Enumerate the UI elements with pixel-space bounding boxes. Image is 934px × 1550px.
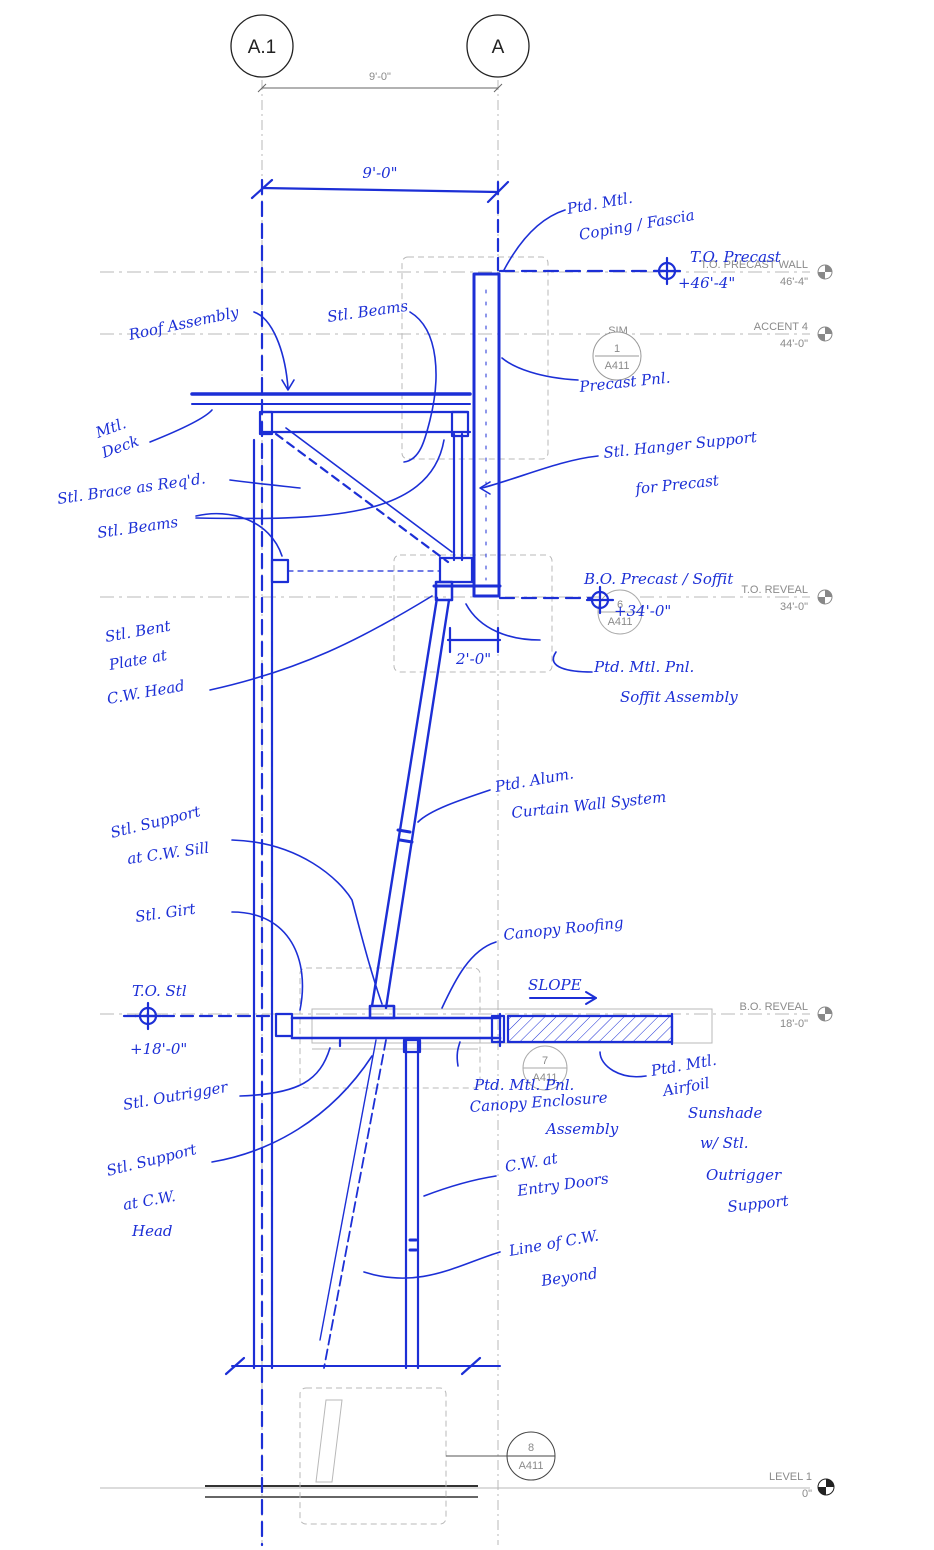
grid-bubble-a1: A.1	[230, 14, 294, 78]
stl-beam-right	[438, 556, 474, 584]
note-hanger: for Precast	[634, 471, 721, 498]
note-sill-support: at C.W. Sill	[126, 839, 210, 868]
callout-number: 6	[617, 599, 623, 611]
note-stl-girt: Stl. Girt	[134, 900, 197, 926]
note-sill-support: Stl. Support	[109, 802, 204, 842]
note-to-precast: T.O. Precast	[690, 248, 782, 266]
note-to-precast: +46'-4"	[678, 274, 735, 292]
level-name: ACCENT 4	[754, 321, 808, 333]
note-sunshade: w/ Stl.	[700, 1134, 749, 1152]
ink-dim-line	[260, 186, 500, 194]
callout-sheet: A411	[519, 1460, 544, 1472]
ink-structure	[122, 178, 682, 1547]
callout-8: 8 A411	[446, 1431, 556, 1481]
callout-1: SIM 1 A411	[592, 325, 642, 381]
grid-label-a1: A.1	[248, 37, 277, 58]
note-entry-doors: C.W. at	[504, 1149, 560, 1176]
note-line-beyond: Line of C.W.	[507, 1226, 600, 1260]
level-marker-to-reveal: T.O. REVEAL 34'-0"	[741, 584, 833, 613]
note-curtain-wall: Ptd. Alum.	[493, 764, 575, 796]
note-soffit: Soffit Assembly	[620, 688, 738, 706]
callout-sheet: A411	[608, 616, 633, 628]
note-line-beyond: Beyond	[539, 1264, 599, 1290]
note-bo-precast: B.O. Precast / Soffit	[583, 570, 734, 588]
ink-leaders	[149, 209, 647, 1279]
level-name: B.O. REVEAL	[740, 1001, 808, 1013]
level-elev: 44'-0"	[780, 338, 808, 350]
curtain-wall	[370, 596, 439, 1008]
level-elev: 34'-0"	[780, 601, 808, 613]
note-slope: SLOPE	[528, 976, 582, 994]
note-bo-precast: +34'-0"	[614, 602, 671, 620]
note-bent-plate: C.W. Head	[106, 677, 186, 708]
level-name: T.O. REVEAL	[741, 584, 808, 596]
callout-number: 8	[528, 1442, 534, 1454]
callout-7: 7 A411	[522, 1045, 568, 1091]
note-head-support: Head	[131, 1222, 173, 1240]
note-sunshade: Outrigger	[706, 1166, 782, 1184]
note-to-stl: +18'-0"	[130, 1040, 187, 1058]
ink-notes: 9'-0" Ptd. Mtl. Coping / Fascia T.O. Pre…	[56, 164, 790, 1290]
cad-underlay	[100, 80, 810, 1545]
detail-region-7	[299, 967, 481, 1089]
note-outrigger: Stl. Outrigger	[122, 1078, 230, 1114]
note-to-stl: T.O. Stl	[132, 982, 187, 1000]
level-elev: 0"	[802, 1488, 812, 1500]
note-precast-pnl: Precast Pnl.	[578, 369, 672, 397]
grid-label-a: A	[492, 37, 505, 58]
note-stl-beams: Stl. Beams	[326, 297, 409, 326]
level-elev: 18'-0"	[780, 1018, 808, 1030]
stl-girt	[274, 1012, 294, 1038]
note-head-support: Stl. Support	[105, 1140, 200, 1180]
note-dim-2ft: 2'-0"	[455, 650, 491, 668]
callout-sheet: A411	[605, 360, 630, 372]
note-entry-doors: Entry Doors	[515, 1169, 610, 1200]
note-bent-plate: Stl. Bent	[104, 617, 173, 646]
line-of-cw-beyond	[323, 1039, 387, 1369]
stl-beam-left	[270, 558, 290, 584]
callout-number: 1	[614, 343, 620, 355]
note-sunshade: Support	[727, 1192, 791, 1216]
note-stl-beams-mid: Stl. Beams	[96, 513, 179, 542]
note-airfoil: Airfoil	[660, 1074, 712, 1100]
note-canopy-roofing: Canopy Roofing	[503, 913, 625, 944]
steel-brace	[274, 432, 450, 564]
note-roof-assembly: Roof Assembly	[126, 303, 241, 344]
callout-sheet: A411	[533, 1072, 558, 1084]
door-frame-grey	[315, 1399, 343, 1483]
note-bent-plate: Plate at	[107, 646, 170, 674]
note-canopy-enclosure: Ptd. Mtl. Pnl.	[473, 1076, 574, 1094]
level-marker-tos-precast: T.O. PRECAST WALL 46'-4"	[700, 259, 833, 288]
level-marker-level1: LEVEL 1 0"	[769, 1471, 835, 1500]
level-marker-bo-reveal: B.O. REVEAL 18'-0"	[740, 1001, 833, 1030]
detail-region-1	[401, 256, 549, 460]
airfoil-sunshade	[506, 1014, 674, 1044]
note-coping: Ptd. Mtl.	[565, 189, 634, 218]
note-sunshade: Sunshade	[688, 1104, 763, 1122]
note-head-support: at C.W.	[122, 1187, 177, 1214]
precast-panel	[472, 272, 501, 598]
callout-number: 7	[542, 1055, 548, 1067]
note-dim-top: 9'-0"	[362, 164, 397, 182]
detail-region-8	[299, 1387, 447, 1525]
grid-bubble-a: A	[466, 14, 530, 78]
note-canopy-enclosure: Assembly	[544, 1120, 619, 1138]
level-name: LEVEL 1	[769, 1471, 812, 1483]
note-hanger: Stl. Hanger Support	[603, 428, 759, 462]
cad-dimension: 9'-0"	[257, 71, 503, 93]
level-name: T.O. PRECAST WALL	[700, 259, 808, 271]
note-curtain-wall: Curtain Wall System	[511, 788, 668, 822]
level-marker-accent4: ACCENT 4 44'-0"	[754, 321, 833, 350]
level-elev: 46'-4"	[780, 276, 808, 288]
note-brace: Stl. Brace as Req'd.	[56, 469, 207, 508]
cad-dimension-text: 9'-0"	[369, 71, 391, 83]
note-soffit: Ptd. Mtl. Pnl.	[593, 658, 694, 676]
